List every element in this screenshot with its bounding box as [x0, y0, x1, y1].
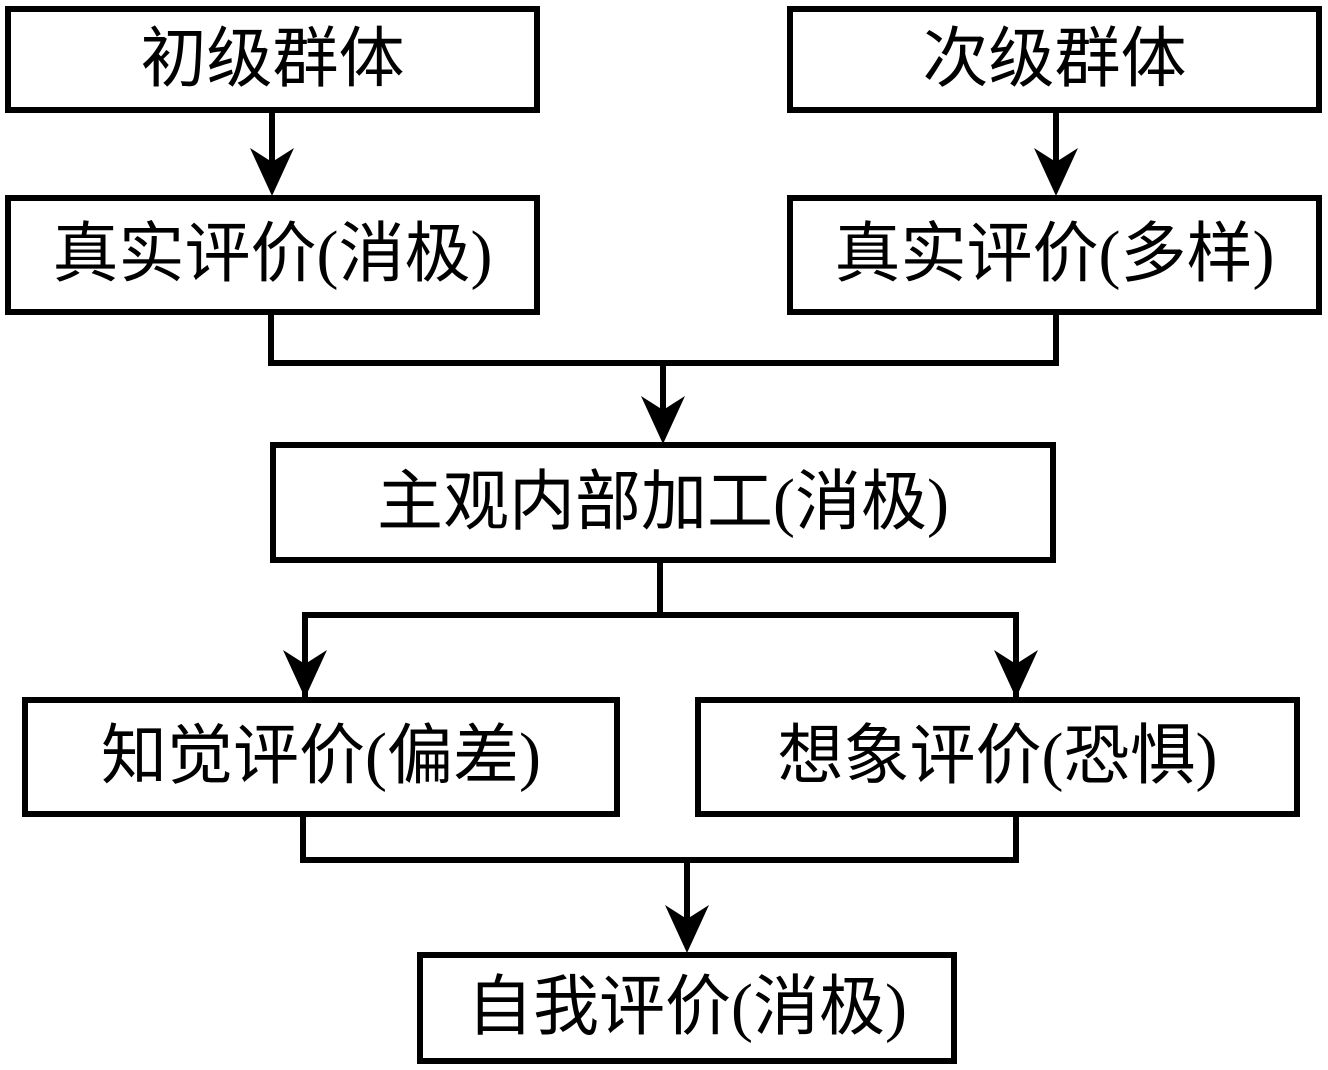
node-subjective-processing: 主观内部加工(消极) — [270, 442, 1056, 563]
node-primary-group: 初级群体 — [5, 6, 540, 113]
node-secondary-group-label: 次级群体 — [922, 22, 1187, 96]
node-subjective-processing-label: 主观内部加工(消极) — [377, 465, 949, 539]
node-self-eval-label: 自我评价(消极) — [467, 971, 907, 1044]
node-real-eval-negative-label: 真实评价(消极) — [52, 218, 493, 291]
node-real-eval-diverse-label: 真实评价(多样) — [834, 218, 1275, 291]
node-perceptual-eval: 知觉评价(偏差) — [22, 697, 620, 817]
node-imaginary-eval: 想象评价(恐惧) — [695, 697, 1300, 817]
node-primary-group-label: 初级群体 — [140, 22, 405, 96]
node-real-eval-diverse: 真实评价(多样) — [787, 195, 1322, 315]
node-real-eval-negative: 真实评价(消极) — [5, 195, 540, 315]
node-secondary-group: 次级群体 — [787, 6, 1322, 113]
node-self-eval: 自我评价(消极) — [417, 952, 957, 1064]
node-imaginary-eval-label: 想象评价(恐惧) — [777, 720, 1218, 793]
node-perceptual-eval-label: 知觉评价(偏差) — [101, 720, 541, 793]
